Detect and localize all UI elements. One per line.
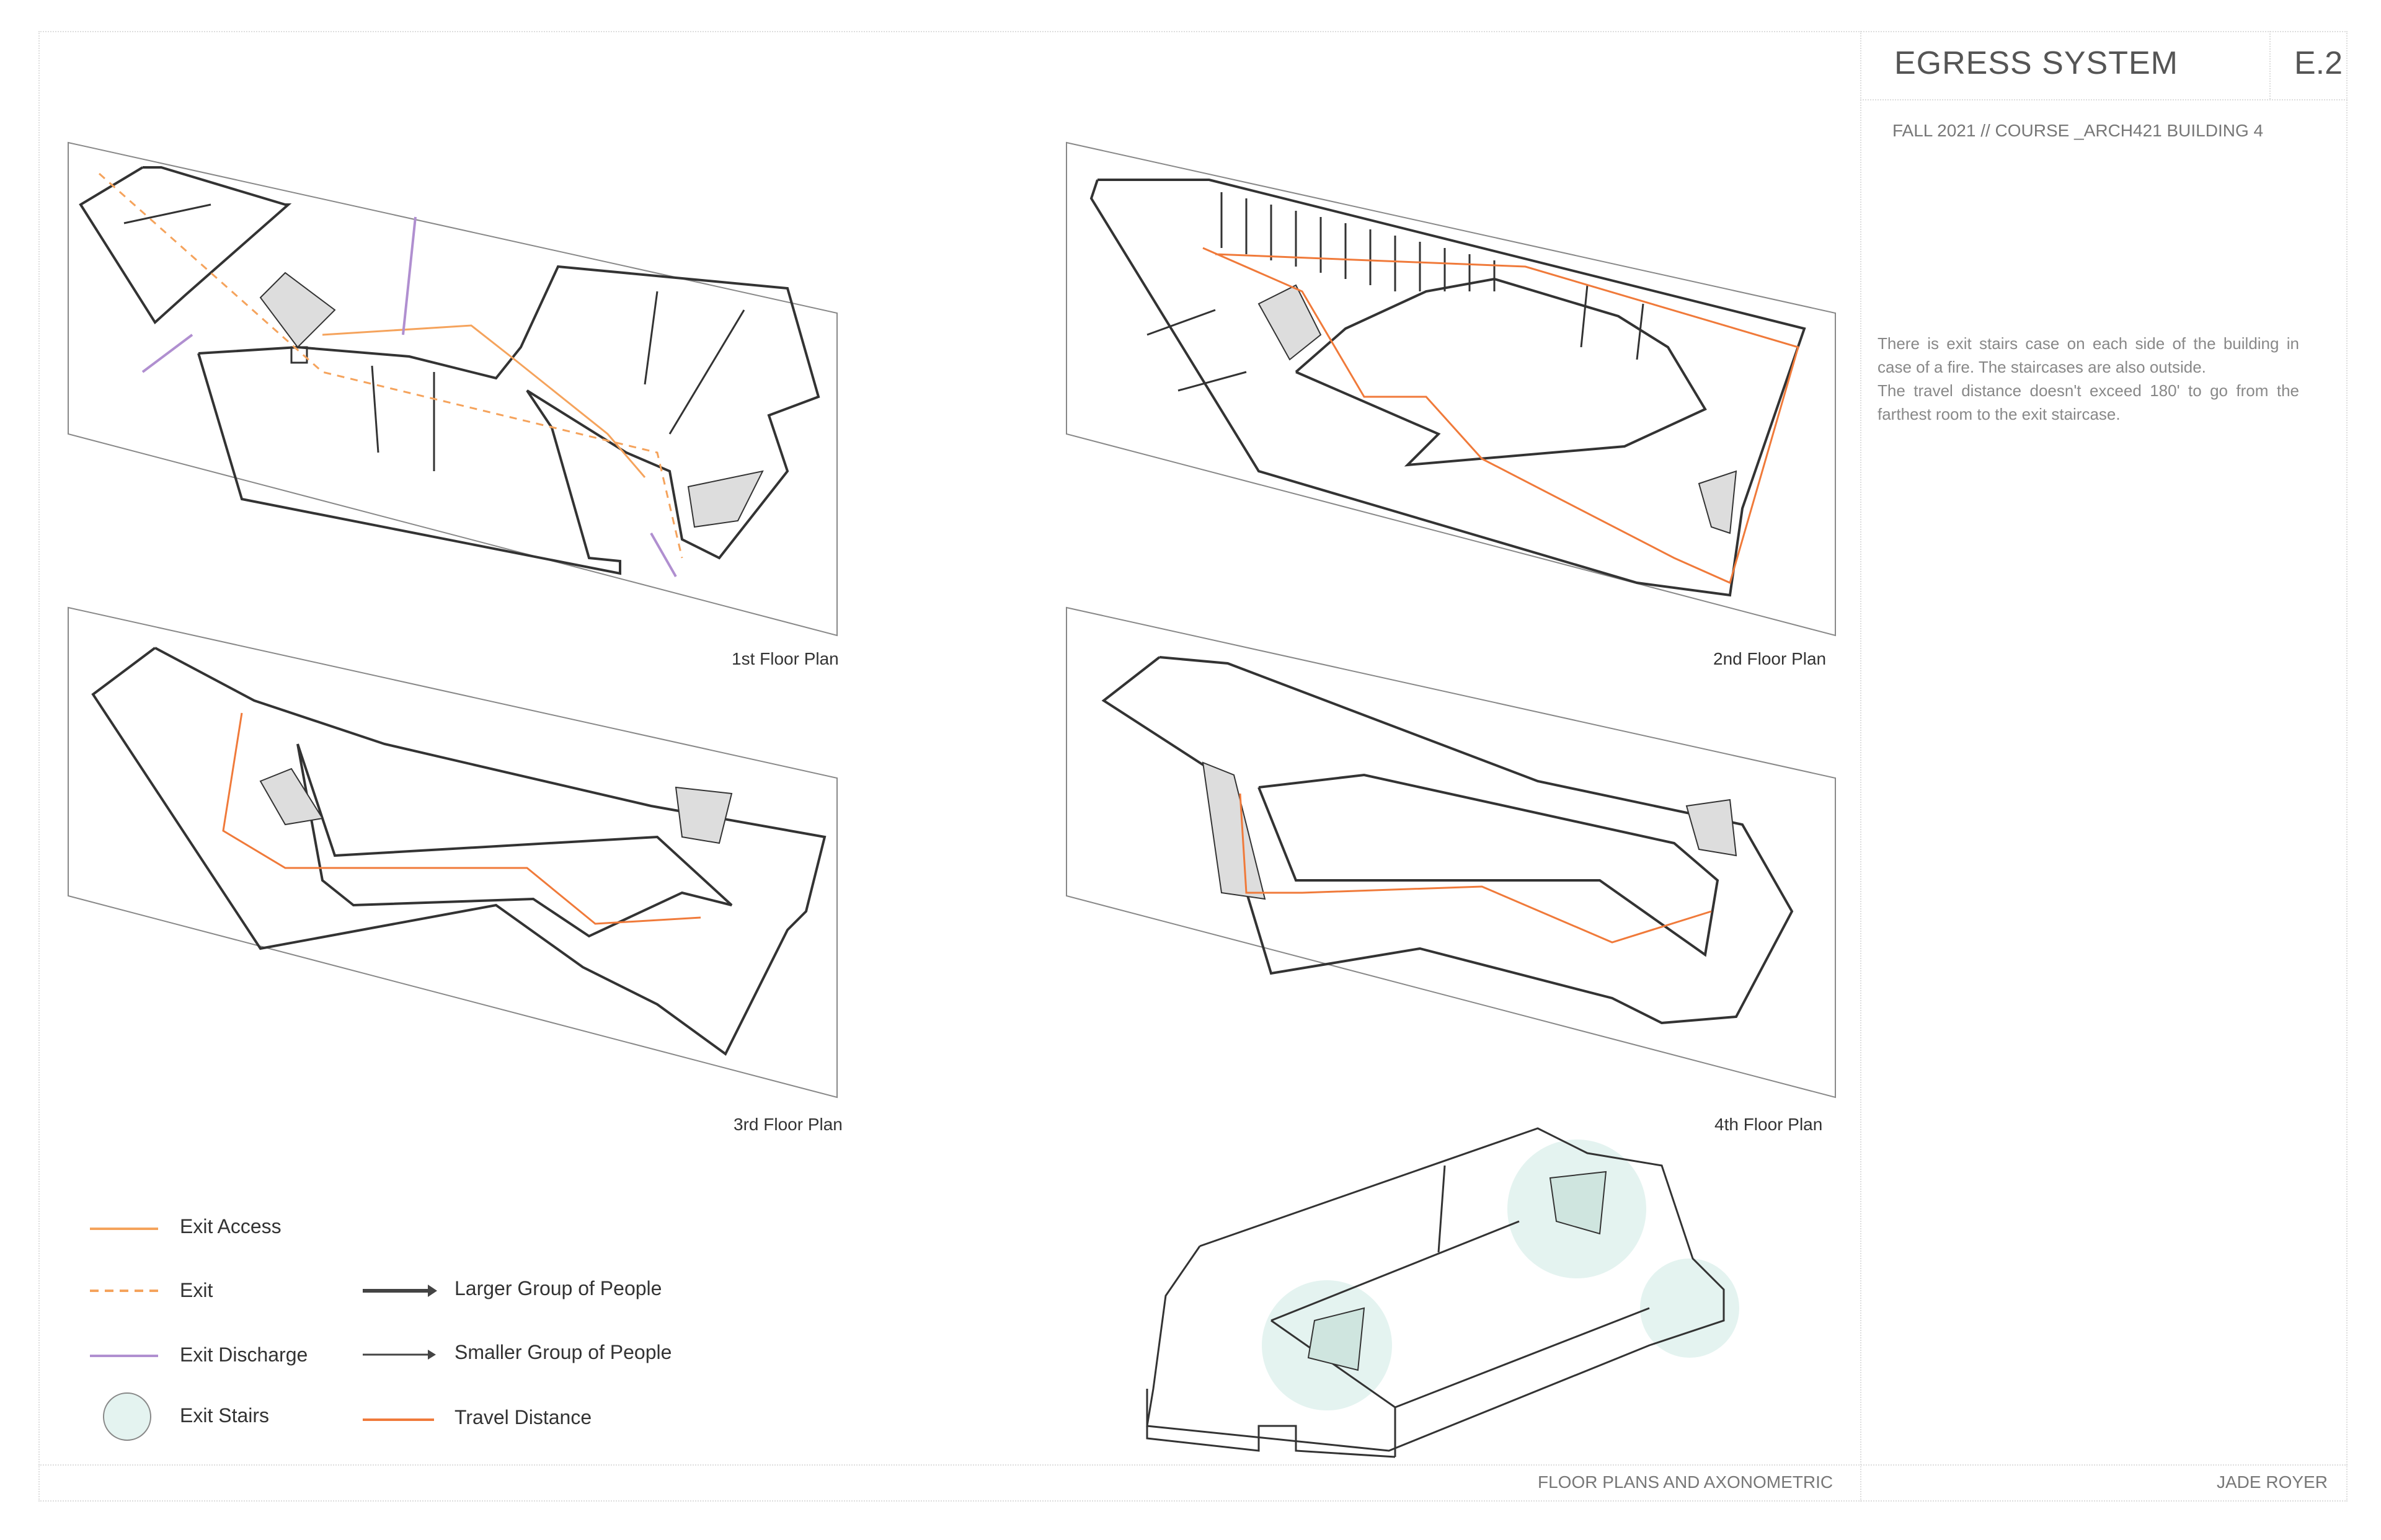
sheet-border bbox=[38, 31, 2348, 1502]
legend-exit: Exit bbox=[180, 1279, 213, 1301]
legend-smaller-group: Smaller Group of People bbox=[454, 1341, 672, 1363]
fourth-floor-plan bbox=[1066, 606, 1836, 1099]
title-divider bbox=[1860, 99, 2348, 100]
plan-label-third: 3rd Floor Plan bbox=[734, 1115, 843, 1134]
legend-swatches bbox=[90, 1228, 437, 1441]
plan-label-second: 2nd Floor Plan bbox=[1713, 649, 1827, 668]
description-line-2: The travel distance doesn't exceed 180' … bbox=[1878, 381, 2299, 423]
description-line-1: There is exit stairs case on each side o… bbox=[1878, 334, 2299, 376]
plan-label-fourth: 4th Floor Plan bbox=[1714, 1115, 1823, 1134]
second-floor-plan bbox=[1066, 141, 1836, 637]
sheet-title: EGRESS SYSTEM bbox=[1894, 45, 2178, 81]
axonometric-view bbox=[1146, 1127, 1739, 1458]
first-floor-plan bbox=[68, 141, 838, 637]
footer-left: FLOOR PLANS AND AXONOMETRIC bbox=[1538, 1472, 1833, 1492]
title-block-divider bbox=[1860, 31, 1861, 1502]
footer-divider bbox=[38, 1464, 2348, 1466]
plan-label-first: 1st Floor Plan bbox=[732, 649, 839, 668]
legend-exit-access: Exit Access bbox=[180, 1215, 282, 1237]
description: There is exit stairs case on each side o… bbox=[1878, 332, 2299, 426]
legend-travel-distance: Travel Distance bbox=[454, 1406, 592, 1428]
legend-larger-group: Larger Group of People bbox=[454, 1277, 662, 1299]
legend-exit-stairs: Exit Stairs bbox=[180, 1404, 270, 1427]
sheet-subtitle: FALL 2021 // COURSE _ARCH421 BUILDING 4 bbox=[1892, 121, 2264, 140]
footer-right: JADE ROYER bbox=[2217, 1472, 2328, 1492]
code-divider bbox=[2269, 31, 2271, 99]
third-floor-plan bbox=[68, 606, 838, 1099]
legend-exit-discharge: Exit Discharge bbox=[180, 1343, 308, 1366]
sheet-code: E.2 bbox=[2294, 45, 2343, 81]
